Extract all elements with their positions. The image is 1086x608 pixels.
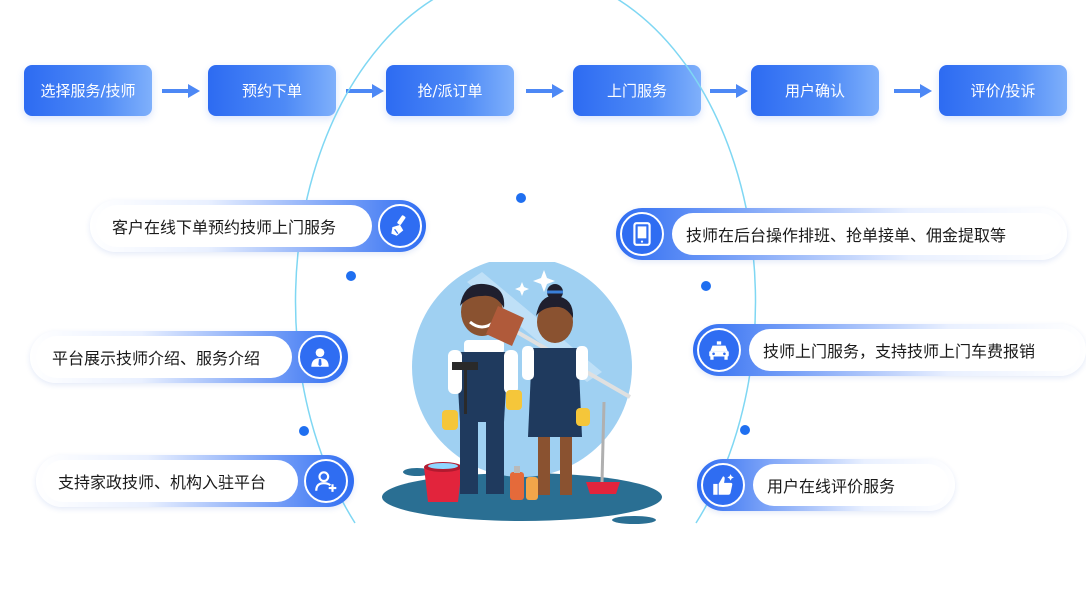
feature-item-label: 用户在线评价服务 — [767, 477, 896, 496]
arrow-right-icon — [894, 84, 932, 98]
thumbs-up-icon — [701, 463, 745, 507]
arrow-right-icon — [162, 84, 200, 98]
feature-item-online-booking: 客户在线下单预约技师上门服务 — [90, 200, 426, 252]
feature-item-technician-intro: 平台展示技师介绍、服务介绍 — [30, 331, 348, 383]
flow-step-label: 上门服务 — [606, 82, 667, 100]
flow-step-onsite[interactable]: 上门服务 — [573, 65, 701, 116]
feature-item-travel-reimburse: 技师上门服务，支持技师上门车费报销 — [693, 324, 1086, 376]
feature-item-label: 技师上门服务，支持技师上门车费报销 — [763, 342, 1036, 361]
feature-item-backend-ops: 技师在后台操作排班、抢单接单、佣金提取等 — [616, 208, 1067, 260]
feature-item-label: 技师在后台操作排班、抢单接单、佣金提取等 — [686, 226, 1007, 245]
car-icon — [697, 328, 741, 372]
flow-step-dispatch[interactable]: 抢/派订单 — [386, 65, 514, 116]
arc-dot — [701, 281, 711, 291]
flow-step-review[interactable]: 评价/投诉 — [939, 65, 1067, 116]
brush-icon — [378, 204, 422, 248]
flow-step-label: 选择服务/技师 — [40, 82, 136, 100]
flow-step-label: 抢/派订单 — [417, 82, 483, 100]
arrow-right-icon — [710, 84, 748, 98]
flow-step-select[interactable]: 选择服务/技师 — [24, 65, 152, 116]
flow-step-label: 用户确认 — [784, 82, 845, 100]
arc-dot — [299, 426, 309, 436]
arrow-right-icon — [346, 84, 384, 98]
flow-step-confirm[interactable]: 用户确认 — [751, 65, 879, 116]
feature-item-provider-join: 支持家政技师、机构入驻平台 — [36, 455, 354, 507]
flow-step-book[interactable]: 预约下单 — [208, 65, 336, 116]
flow-step-label: 评价/投诉 — [970, 82, 1036, 100]
feature-item-label: 客户在线下单预约技师上门服务 — [112, 218, 337, 237]
feature-item-label: 平台展示技师介绍、服务介绍 — [52, 349, 261, 368]
add-user-icon — [304, 459, 348, 503]
arc-dot — [740, 425, 750, 435]
arrow-right-icon — [526, 84, 564, 98]
feature-item-label: 支持家政技师、机构入驻平台 — [58, 473, 267, 492]
technician-icon — [298, 335, 342, 379]
arc-dot — [346, 271, 356, 281]
tablet-icon — [620, 212, 664, 256]
cleaning-staff-illustration — [382, 262, 662, 524]
flow-step-label: 预约下单 — [241, 82, 302, 100]
arc-dot — [516, 193, 526, 203]
feature-item-online-review: 用户在线评价服务 — [697, 459, 955, 511]
